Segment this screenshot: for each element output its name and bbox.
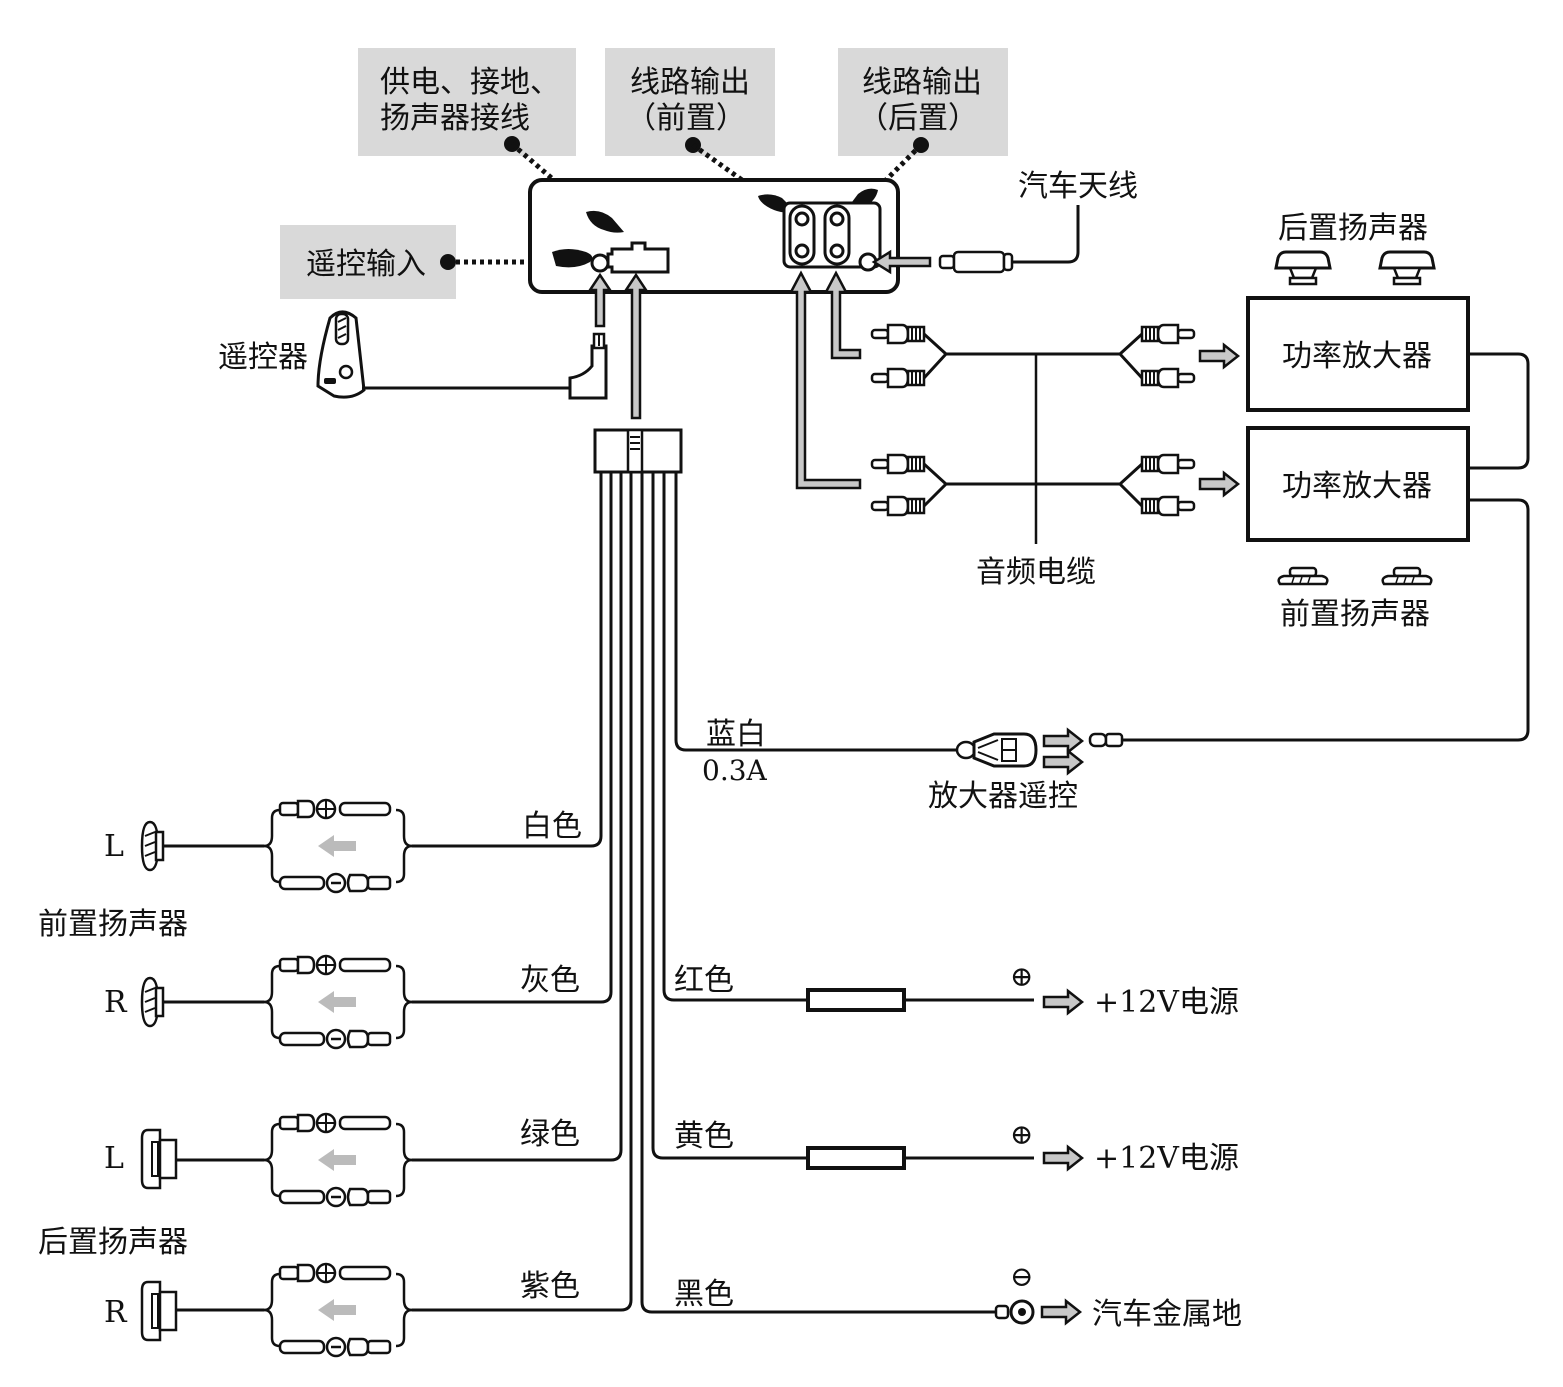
power-red: 红色 ⊕ +12V电源 xyxy=(674,960,1239,1020)
power-connector-socket xyxy=(606,241,670,274)
remote-jack-plug xyxy=(568,332,608,400)
wire-red xyxy=(662,472,808,1002)
speaker-rear-left: L 绿色 xyxy=(104,1112,580,1208)
power-target-label: +12V电源 xyxy=(1094,985,1239,1020)
fuse-icon xyxy=(806,988,906,1012)
ground-black: 黑色 ⊖ 汽车金属地 xyxy=(674,1260,1242,1332)
amp-remote-label: 放大器遥控 xyxy=(928,779,1078,814)
pointer-hand-icon xyxy=(552,249,593,268)
rear-speaker-icon xyxy=(1274,250,1332,286)
wire-blue-white xyxy=(674,472,958,752)
callout-text: 遥控输入 xyxy=(306,247,426,282)
channel-label: L xyxy=(104,1141,124,1176)
antenna-cable xyxy=(1012,205,1080,264)
wire-color-label: 白色 xyxy=(522,809,582,844)
arrow-front-rca-in xyxy=(788,270,862,490)
wire-white xyxy=(412,472,603,848)
blue-white-label: 蓝白 xyxy=(706,717,766,752)
rca-jack-rear-1 xyxy=(829,211,845,227)
callout-text-line1: 供电、接地、 xyxy=(380,65,560,100)
pointer-hand-icon xyxy=(586,210,624,233)
polarity-symbol: ⊖ xyxy=(1010,1260,1033,1293)
harness-connector xyxy=(593,428,683,474)
speaker-front-right: R 灰色 xyxy=(104,954,580,1050)
amp-link-cable xyxy=(1468,352,1530,470)
rear-speaker-icon xyxy=(1378,250,1436,286)
blue-white-current: 0.3A xyxy=(702,754,768,787)
rca-jack-rear-2 xyxy=(829,243,845,259)
audio-cable-rear xyxy=(870,323,1240,389)
speaker-front-left: L 白色 xyxy=(104,798,582,894)
rca-jack-front-1 xyxy=(794,211,810,227)
callout-line-out-rear: 线路输出 （后置） xyxy=(838,48,1008,156)
amp-label: 功率放大器 xyxy=(1282,469,1432,504)
front-speakers-right-label: 前置扬声器 xyxy=(1280,597,1430,632)
channel-label: R xyxy=(104,1295,128,1330)
pointer-dot xyxy=(440,254,456,270)
wire-color-label: 黄色 xyxy=(674,1119,734,1154)
amp-label: 功率放大器 xyxy=(1282,339,1432,374)
rca-jack-front-2 xyxy=(794,243,810,259)
ground-target-label: 汽车金属地 xyxy=(1092,1297,1242,1332)
power-target-label: +12V电源 xyxy=(1094,1141,1239,1176)
amp-remote-connector-icon xyxy=(955,732,1038,768)
callout-text-line2: 扬声器接线 xyxy=(380,101,530,136)
ground-ring-terminal-icon xyxy=(994,1299,1035,1325)
head-unit xyxy=(528,178,900,294)
wire-yellow xyxy=(651,472,808,1160)
power-yellow: 黄色 ⊕ +12V电源 xyxy=(674,1118,1239,1176)
amp-remote-cable xyxy=(1122,498,1530,742)
audio-cable-front xyxy=(870,453,1240,517)
front-speaker-icon xyxy=(1381,566,1433,586)
wire-color-label: 绿色 xyxy=(520,1117,580,1152)
polarity-symbol: ⊕ xyxy=(1010,960,1033,993)
arrow-remote-in xyxy=(587,272,613,328)
wire-color-label: 黑色 xyxy=(674,1277,734,1312)
remote-controller-label: 遥控器 xyxy=(218,340,308,375)
arrow-harness-in xyxy=(623,272,649,420)
wire-color-label: 红色 xyxy=(674,963,734,998)
callout-remote-input: 遥控输入 xyxy=(280,225,456,299)
power-amplifier-2: 功率放大器 xyxy=(1246,426,1470,542)
callout-text-line2: （前置） xyxy=(626,101,746,136)
wire-purple xyxy=(412,472,633,1312)
front-speakers-left-label: 前置扬声器 xyxy=(38,907,188,942)
antenna-plug xyxy=(938,250,1014,274)
arrow-rear-rca-in xyxy=(823,270,862,360)
rear-speakers-top-label: 后置扬声器 xyxy=(1278,211,1428,246)
power-amplifier-1: 功率放大器 xyxy=(1246,296,1470,412)
wire-color-label: 紫色 xyxy=(520,1269,580,1304)
remote-controller-icon xyxy=(316,310,366,399)
callout-power-ground-speaker: 供电、接地、 扬声器接线 xyxy=(358,48,576,156)
callout-text-line1: 线路输出 xyxy=(862,65,982,100)
wire-black xyxy=(640,472,998,1314)
audio-cable-label: 音频电缆 xyxy=(976,555,1096,590)
channel-label: L xyxy=(104,829,124,864)
arrow-antenna-in xyxy=(871,249,932,275)
rear-speakers-left-label: 后置扬声器 xyxy=(38,1225,188,1260)
callout-line-out-front: 线路输出 （前置） xyxy=(605,48,775,156)
front-speaker-icon xyxy=(1277,566,1329,586)
fuse-icon xyxy=(806,1146,906,1170)
callout-text-line1: 线路输出 xyxy=(630,65,750,100)
polarity-symbol: ⊕ xyxy=(1010,1118,1033,1151)
channel-label: R xyxy=(104,985,128,1020)
car-antenna-label: 汽车天线 xyxy=(1018,169,1138,204)
callout-text-line2: （后置） xyxy=(858,101,978,136)
wire-color-label: 灰色 xyxy=(520,963,580,998)
wire-green xyxy=(412,472,623,1162)
remote-jack xyxy=(590,253,610,273)
wire-gray xyxy=(412,472,613,1004)
amp-remote-plug-icon xyxy=(1088,732,1124,748)
speaker-rear-right: R 紫色 xyxy=(104,1262,580,1358)
